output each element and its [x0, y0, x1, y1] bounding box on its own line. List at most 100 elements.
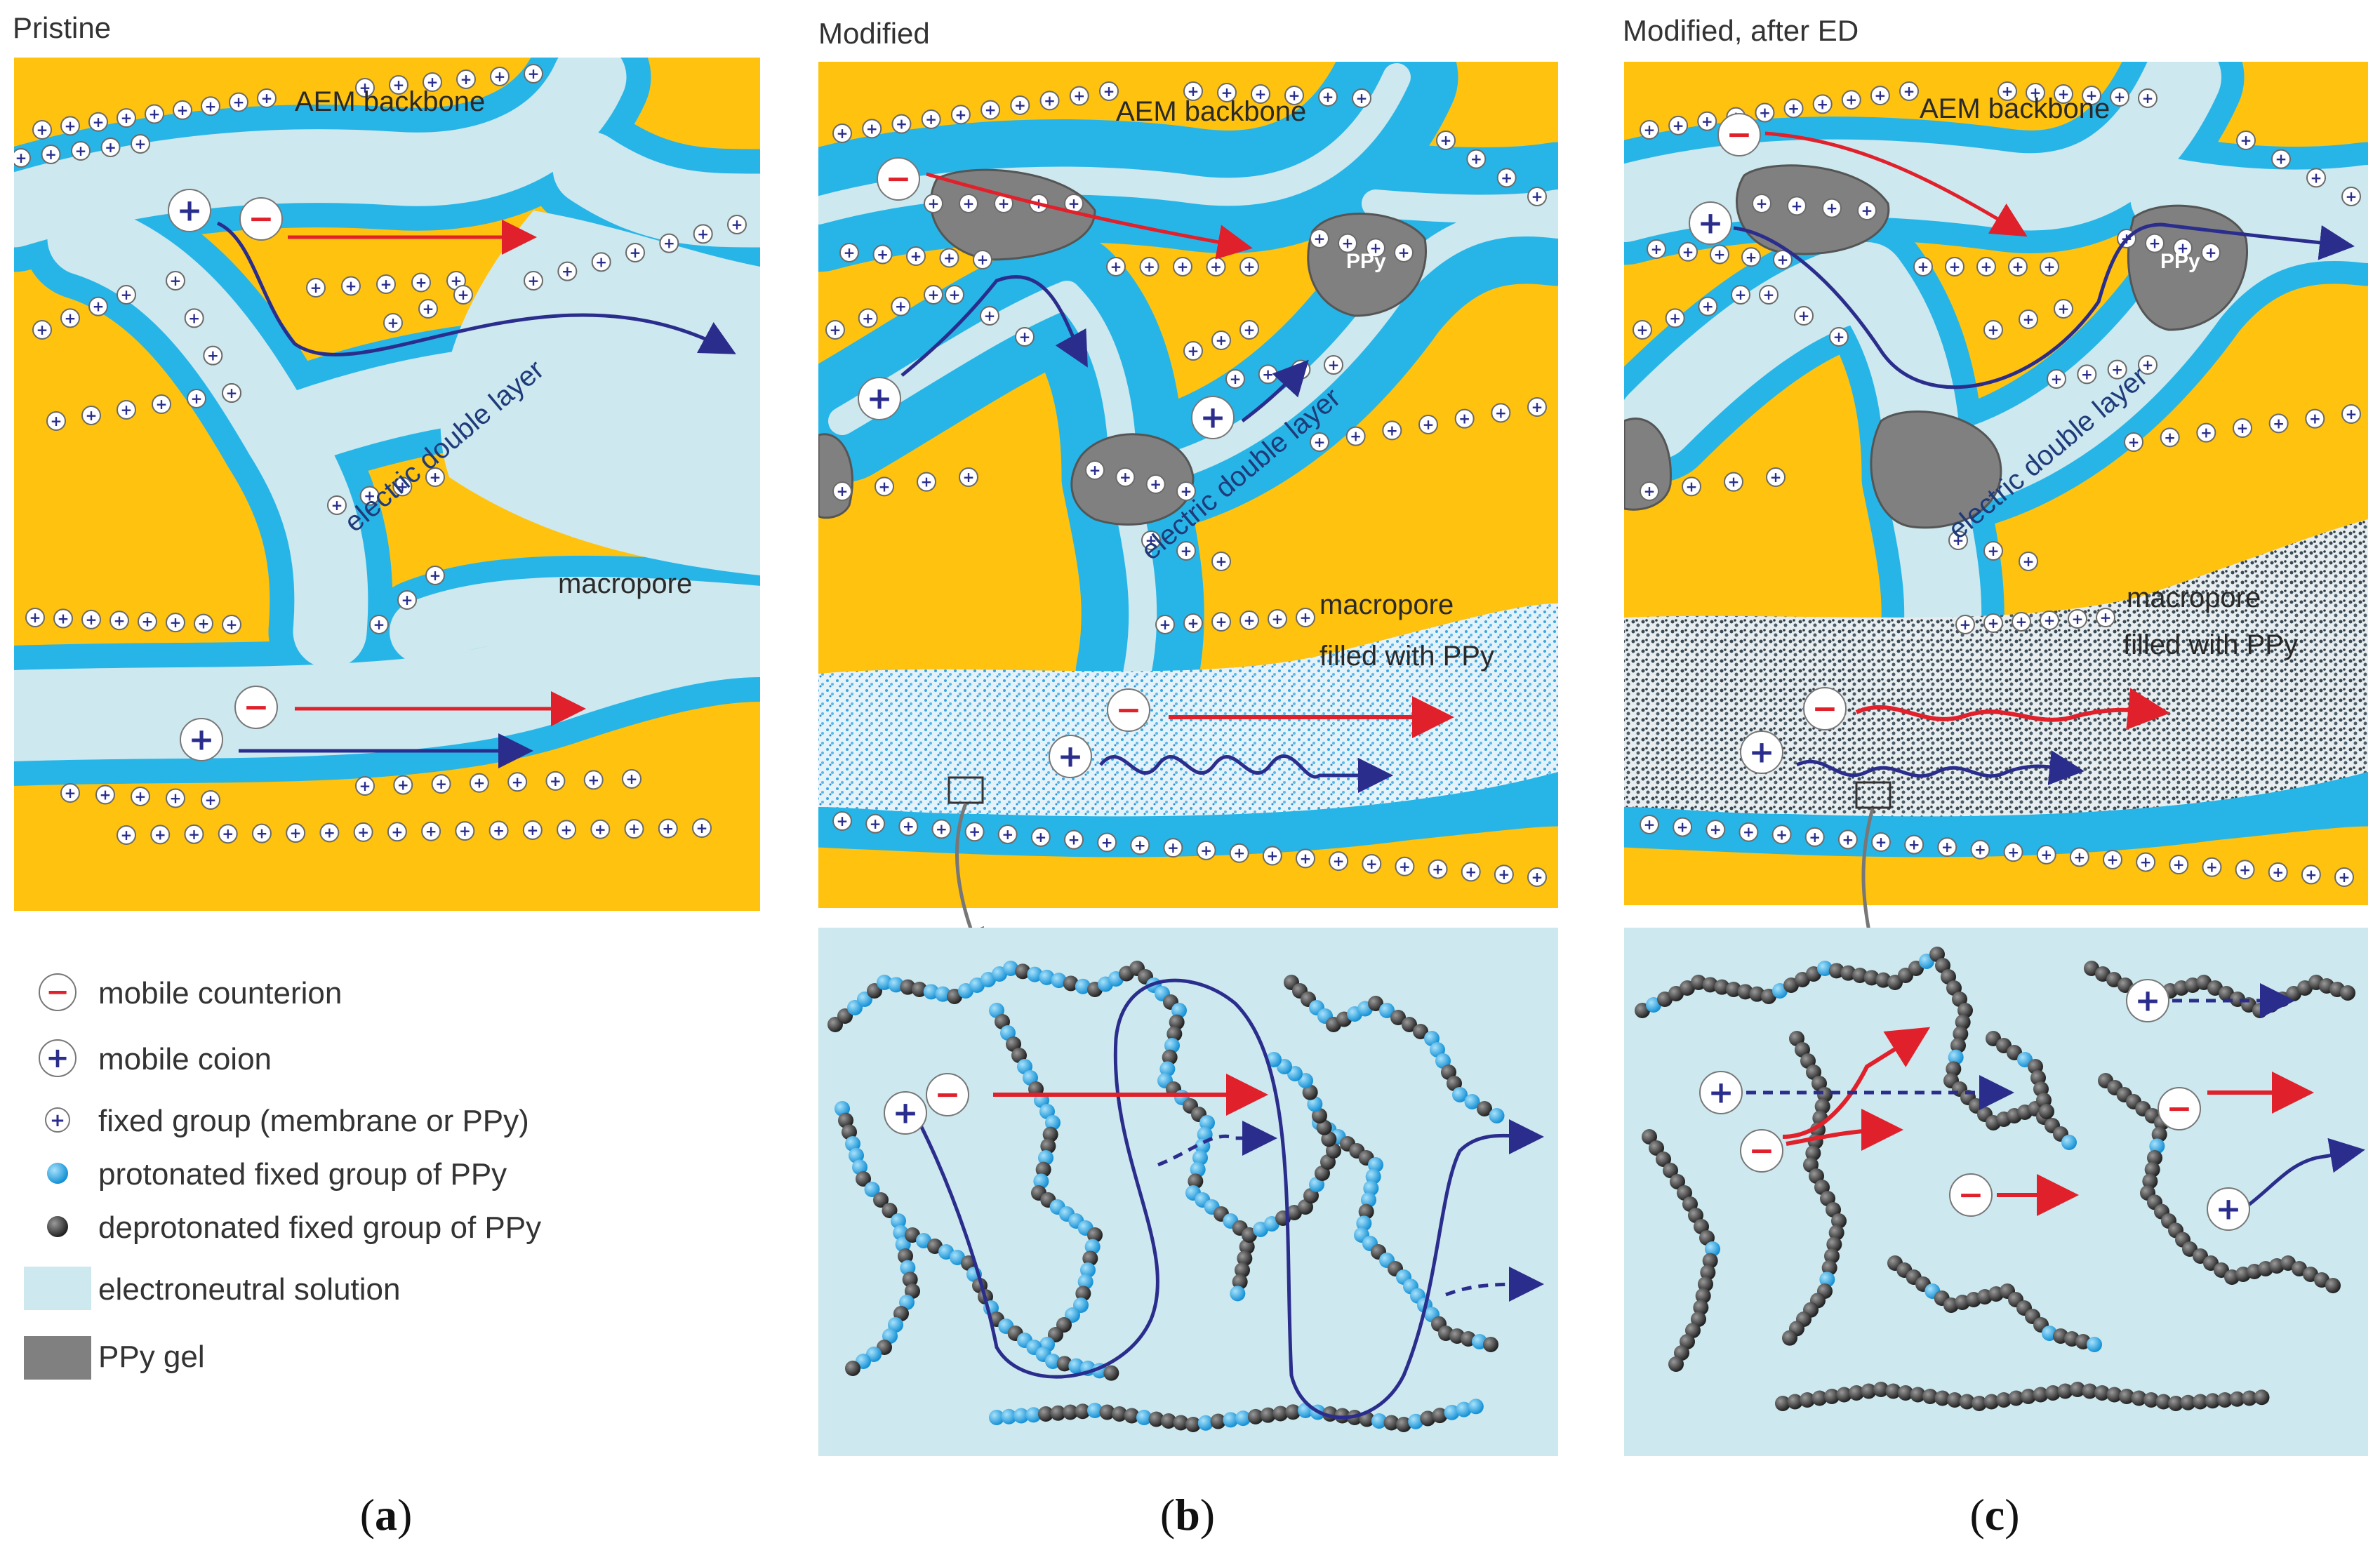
- deprotonated-group-icon: [1063, 1404, 1078, 1420]
- caption-a: (a): [360, 1490, 413, 1540]
- svg-text:+: +: [1677, 819, 1689, 836]
- svg-text:+: +: [1960, 616, 1972, 633]
- svg-text:+: +: [2128, 434, 2140, 451]
- svg-text:+: +: [862, 309, 874, 326]
- svg-text:+: +: [1908, 836, 1920, 853]
- fixed-group-icon: +: [1496, 168, 1517, 188]
- fixed-group-icon: +: [14, 148, 31, 168]
- deprotonated-group-icon: [1124, 1408, 1140, 1424]
- svg-text:+: +: [331, 497, 343, 514]
- deprotonated-group-icon: [1015, 963, 1031, 980]
- fixed-group-icon: +: [2169, 855, 2189, 875]
- fixed-group-icon: +: [2019, 309, 2038, 329]
- svg-text:+: +: [1833, 328, 1845, 345]
- svg-text:+: +: [1644, 483, 1656, 500]
- fixed-group-icon: +: [1773, 250, 1793, 269]
- fixed-group-icon: +: [557, 820, 577, 840]
- ppy-gel-swatch-icon: [24, 1336, 91, 1380]
- svg-text:+: +: [877, 246, 889, 263]
- protonated-group-icon: [1819, 1272, 1835, 1288]
- aem-backbone-label: AEM backbone: [1920, 93, 2110, 124]
- svg-text:+: +: [896, 116, 908, 133]
- fixed-group-icon: +: [921, 109, 941, 129]
- svg-text:+: +: [870, 815, 882, 832]
- deprotonated-group-icon: [1040, 1138, 1056, 1154]
- fixed-group-icon: +: [1163, 838, 1183, 858]
- fixed-group-icon: +: [545, 770, 566, 791]
- fixed-group-icon: +: [81, 406, 101, 425]
- svg-text:+: +: [1777, 251, 1789, 268]
- mobile-coion-icon: +: [1049, 735, 1092, 778]
- deprotonated-group-icon: [1075, 1403, 1091, 1420]
- legend: − mobile counterion + mobile coion + fix…: [24, 973, 541, 1380]
- protonated-group-icon: [1075, 978, 1091, 994]
- fixed-group-icon: +: [1329, 851, 1349, 872]
- fixed-group-icon: +: [557, 261, 578, 281]
- fixed-group-icon: +: [2054, 299, 2073, 319]
- deprotonated-group-icon: [1368, 996, 1383, 1011]
- svg-text:+: +: [1216, 332, 1228, 349]
- deprotonated-group-icon: [1782, 1330, 1797, 1346]
- svg-text:+: +: [1200, 400, 1226, 436]
- protonated-group-icon: [1001, 1408, 1017, 1424]
- svg-text:+: +: [1728, 474, 1740, 491]
- svg-text:+: +: [837, 125, 849, 142]
- ppy-gel-particle: [1870, 411, 2002, 529]
- svg-text:+: +: [29, 609, 41, 626]
- svg-text:+: +: [205, 792, 217, 808]
- fixed-group-icon: +: [891, 296, 911, 316]
- ppy-gel-particle: [1624, 418, 1672, 511]
- protonated-group-icon: [1087, 1403, 1103, 1418]
- mobile-coion-icon: +: [168, 189, 211, 232]
- svg-text:+: +: [925, 111, 937, 128]
- fixed-group-icon: +: [1698, 296, 1718, 316]
- svg-text:+: +: [1035, 829, 1046, 846]
- svg-text:+: +: [2273, 415, 2285, 432]
- fixed-group-icon: +: [1647, 239, 1666, 259]
- fixed-group-icon: +: [1697, 111, 1717, 131]
- fixed-group-icon: +: [1983, 541, 2003, 561]
- deprotonated-group-icon: [1432, 1408, 1448, 1424]
- svg-text:+: +: [135, 788, 147, 805]
- deprotonated-group-icon: [1402, 1017, 1417, 1032]
- protonated-group-icon: [1266, 1052, 1282, 1067]
- svg-text:−: −: [2167, 1091, 2193, 1127]
- svg-text:+: +: [189, 722, 215, 758]
- svg-text:+: +: [844, 244, 856, 261]
- deprotonated-group-icon: [842, 1124, 857, 1140]
- svg-text:+: +: [393, 76, 405, 93]
- deprotonated-group-icon: [1953, 1026, 1969, 1042]
- svg-text:+: +: [595, 253, 607, 270]
- fixed-group-icon: +: [1366, 238, 1385, 258]
- deprotonated-group-icon: [1863, 970, 1880, 986]
- fixed-group-icon: +: [1030, 827, 1051, 847]
- svg-text:+: +: [423, 300, 434, 317]
- svg-text:+: +: [2023, 311, 2035, 328]
- macropore-region: [440, 211, 760, 575]
- svg-text:(a): (a): [360, 1490, 413, 1540]
- fixed-group-icon: +: [997, 825, 1018, 845]
- svg-text:+: +: [928, 195, 940, 212]
- protonated-group-icon: [1025, 1407, 1042, 1423]
- fixed-group-icon: +: [455, 821, 475, 841]
- protonated-group-icon: [1365, 1168, 1381, 1185]
- svg-text:+: +: [65, 785, 77, 801]
- fixed-group-icon: +: [383, 313, 403, 333]
- fixed-group-icon: +: [1069, 86, 1089, 106]
- deprotonated-group-icon: [1805, 1145, 1821, 1161]
- fixed-group-icon: +: [327, 495, 347, 515]
- svg-text:+: +: [2309, 411, 2321, 427]
- svg-text:+: +: [1068, 195, 1080, 212]
- svg-text:+: +: [879, 478, 891, 495]
- zoom-marker: [948, 776, 984, 804]
- deprotonated-group-icon: [1972, 1396, 1987, 1411]
- svg-text:+: +: [1356, 90, 1368, 107]
- fixed-group-icon: +: [453, 285, 473, 305]
- deprotonated-group-icon: [882, 1203, 898, 1218]
- svg-text:+: +: [226, 616, 238, 633]
- fixed-group-icon: +: [1841, 90, 1861, 110]
- deprotonated-group-icon: [2045, 1385, 2061, 1401]
- deprotonated-group-icon: [2180, 1394, 2196, 1410]
- mobile-counterion-icon: −: [926, 1073, 969, 1116]
